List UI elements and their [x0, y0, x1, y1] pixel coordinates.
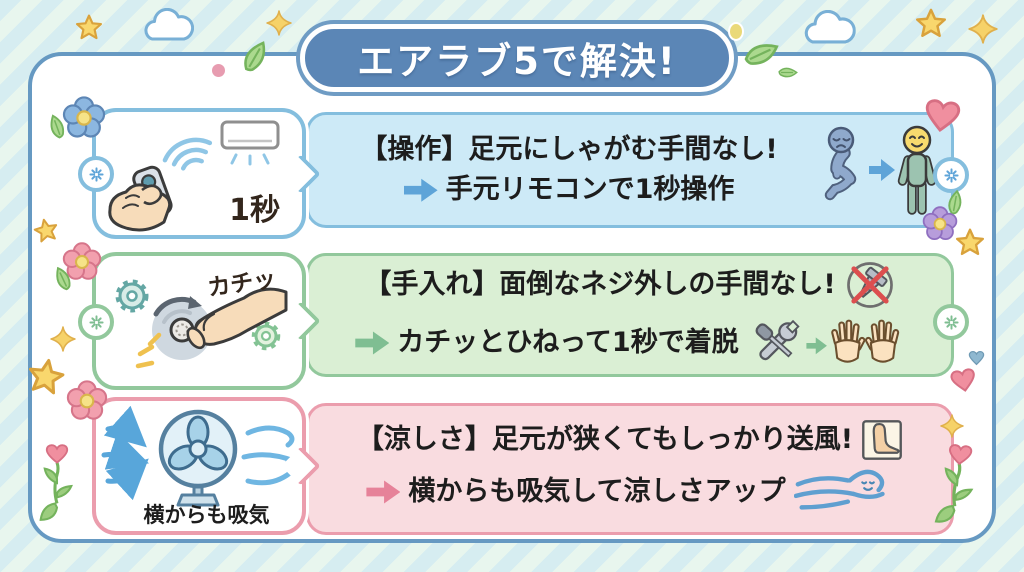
sparkle-icon [266, 10, 292, 36]
row-operation-left-bubble: 1秒 [78, 108, 321, 239]
side-intake-label: 横からも吸気 [143, 503, 270, 527]
arrow-right-icon [366, 480, 401, 504]
one-second-label: 1秒 [229, 193, 280, 228]
row-coolness-line2: 横からも吸気して涼しさアップ [408, 475, 786, 507]
edge-bump [78, 304, 114, 340]
tools-icon [755, 319, 800, 361]
tools-to-hands-icon [755, 319, 899, 363]
remote-in-hand-icon [108, 120, 280, 232]
edge-bump [933, 304, 969, 340]
wind-icon [241, 425, 297, 486]
sad-crouching-person-icon [824, 146, 857, 201]
row-operation-right-bubble: 【操作】足元にしゃがむ手間なし! 手元リモコンで1秒操作 [306, 112, 969, 228]
arrow-right-icon [355, 331, 390, 355]
intake-arrows-icon [101, 405, 149, 501]
transition-arrow-icon [869, 159, 895, 181]
arrow-right-icon [403, 178, 438, 202]
row-maintenance-line1: 【手入れ】面倒なネジ外しの手間なし! [364, 268, 836, 300]
foot-icon [862, 420, 902, 460]
cloud-icon [142, 8, 194, 42]
crouch-to-stand-icon [824, 125, 937, 215]
row-coolness-left-bubble: 横からも吸気 [92, 397, 321, 535]
edge-bump [78, 156, 114, 192]
air-conditioner-icon [220, 120, 280, 166]
gear-icon [115, 279, 149, 313]
row-operation-line1: 【操作】足元にしゃがむ手間なし! [360, 133, 778, 165]
row-operation-line2: 手元リモコンで1秒操作 [445, 174, 735, 205]
happy-standing-person-icon [897, 125, 937, 215]
row-maintenance-left-bubble: カチッ [78, 252, 321, 390]
wind-face-icon [793, 469, 885, 510]
gear-icon [251, 321, 281, 351]
page-title: エアラブ5で解決! [357, 40, 677, 83]
row-maintenance-line2: カチッとひねって1秒で着脱 [397, 326, 739, 358]
wifi-waves-icon [162, 137, 213, 171]
star-icon [76, 14, 102, 40]
star-icon [916, 8, 946, 38]
row-coolness-line1: 【涼しさ】足元が狭くてもしっかり送風! [356, 423, 854, 455]
sparkle-icon [968, 14, 998, 44]
no-screw-icon [846, 262, 893, 308]
row-maintenance-right-bubble: 【手入れ】面倒なネジ外しの手間なし! カチッとひねって1秒で着脱 [306, 253, 969, 377]
edge-bump [933, 157, 969, 193]
dot [728, 22, 744, 41]
title-badge: エアラブ5で解決! [300, 24, 734, 92]
cloud-icon [802, 10, 856, 45]
transition-arrow-icon [806, 337, 827, 355]
row-coolness-right-bubble: 【涼しさ】足元が狭くてもしっかり送風! 横からも吸気して涼しさアップ [306, 403, 954, 535]
twist-dial-hand-icon [115, 279, 288, 369]
open-hands-icon [830, 319, 899, 363]
emphasis-lines [135, 332, 162, 369]
